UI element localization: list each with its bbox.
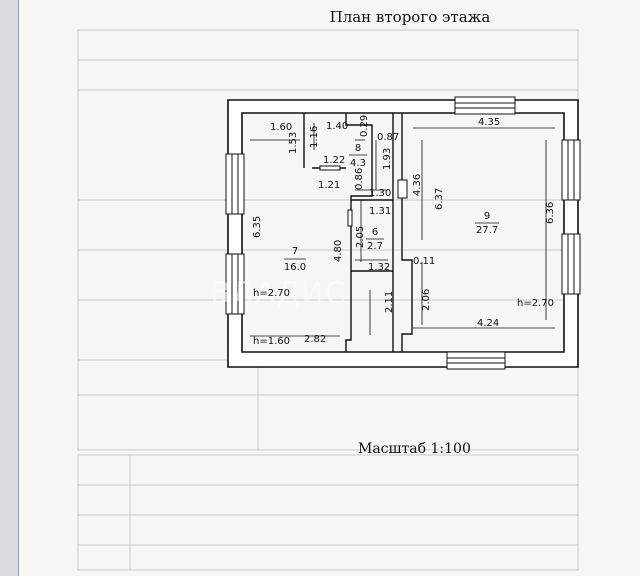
dim-6-37: 6.37 — [434, 188, 445, 210]
window-left-top — [225, 153, 245, 215]
dim-4-24: 4.24 — [477, 318, 499, 329]
door-room6 — [347, 209, 353, 227]
room-6-number: 6 — [372, 227, 378, 238]
page-title-text: План второго этажа — [329, 8, 491, 26]
scale-label: Масштаб 1:100 — [358, 441, 471, 457]
dim-1-22: 1.22 — [323, 155, 345, 166]
height-bottom: h=1.60 — [253, 336, 290, 347]
dim-0-87: 0.87 — [377, 132, 399, 143]
room-9-area: 27.7 — [476, 225, 498, 236]
dim-1-40: 1.40 — [326, 121, 348, 132]
room-labels: 7 16.0 8 4.3 6 2.7 9 27.7 — [284, 143, 499, 273]
dim-1-53: 1.53 — [288, 132, 299, 154]
dim-1-31: 1.31 — [369, 206, 391, 217]
window-bottom — [446, 351, 506, 370]
door-room8 — [319, 165, 341, 171]
height-room9: h=2.70 — [517, 298, 554, 309]
windows — [225, 96, 581, 370]
room-9-number: 9 — [484, 211, 490, 222]
doors — [319, 165, 408, 227]
watermark-text: ВЛАДИС — [210, 276, 347, 311]
dim-4-35: 4.35 — [478, 117, 500, 128]
dim-1-60-top: 1.60 — [270, 122, 292, 133]
window-right-bottom — [561, 233, 581, 295]
dim-1-93: 1.93 — [382, 148, 393, 170]
window-top — [454, 96, 516, 115]
dim-1-32: 1.32 — [368, 262, 390, 273]
page-edge-line — [18, 0, 19, 576]
dim-2-82: 2.82 — [304, 334, 326, 345]
room-7-number: 7 — [292, 246, 298, 257]
dim-2-06: 2.06 — [421, 289, 432, 311]
dim-1-21: 1.21 — [318, 180, 340, 191]
dim-1-30: 1.30 — [369, 188, 391, 199]
dim-4-80: 4.80 — [333, 240, 344, 262]
dim-2-05: 2.05 — [355, 226, 366, 248]
dim-1-16: 1.16 — [309, 126, 320, 148]
dim-0-29: 0.29 — [359, 115, 370, 137]
window-left-bottom — [225, 253, 245, 315]
height-room7: h=2.70 — [253, 288, 290, 299]
room-8-number: 8 — [355, 143, 361, 154]
dim-6-36: 6.36 — [545, 202, 556, 224]
dim-2-11: 2.11 — [384, 291, 395, 313]
room-8-area: 4.3 — [350, 158, 366, 169]
dim-4-36: 4.36 — [412, 174, 423, 196]
room-6-area: 2.7 — [367, 241, 383, 252]
interior-walls — [303, 113, 413, 352]
page-edge-shadow — [0, 0, 18, 576]
page-title: План второго этажа — [0, 8, 640, 26]
dim-6-35: 6.35 — [252, 216, 263, 238]
door-room9 — [397, 179, 408, 199]
dimension-ticks — [250, 123, 555, 337]
dim-0-11: 0.11 — [413, 256, 435, 267]
dim-0-86: 0.86 — [354, 168, 365, 190]
dimension-labels: 1.60 1.53 1.16 1.40 0.29 0.87 1.22 1.93 … — [252, 115, 556, 347]
window-right-top — [561, 139, 581, 201]
room-7-area: 16.0 — [284, 262, 306, 273]
